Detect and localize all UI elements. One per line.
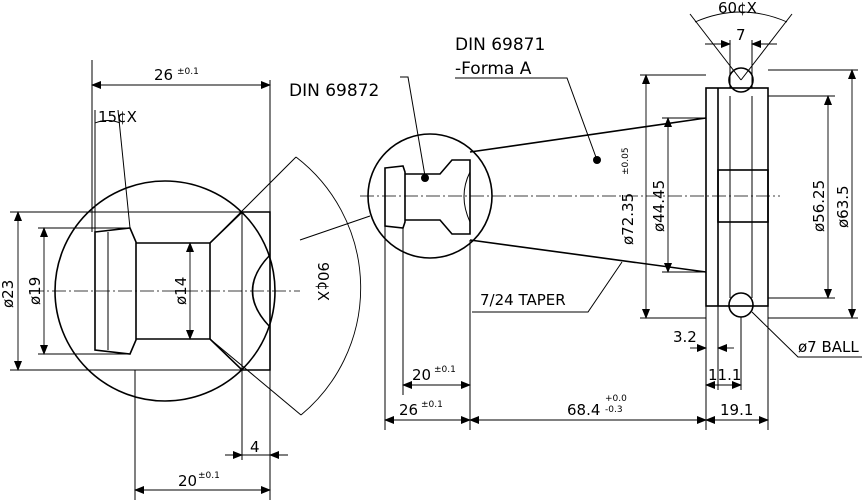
label-d63: ø63.5 [834,185,852,228]
leader-din69872-dot [421,174,429,182]
ball-top [728,67,754,93]
leader-din69872 [400,76,426,177]
label-7: 7 [736,26,746,44]
label-26-top: 26 [154,66,173,84]
label-d44: ø44.45 [650,180,668,232]
detail-connector [299,215,371,241]
small-stud-head [384,165,406,229]
label-d19: ø19 [26,277,44,305]
label-90deg: 90¢X [314,262,332,301]
label-d14: ø14 [172,277,190,305]
taper-lower [469,239,707,273]
label-111: 11.1 [708,366,741,384]
small-stud-body [405,159,471,235]
angle-15-arc [94,120,121,124]
stud-arc [251,254,271,328]
label-d72: ø72.35 [619,193,637,245]
label-191: 19.1 [720,401,753,419]
label-20-mid-tol: ±0.1 [434,365,456,375]
label-26-mid: 26 [399,401,418,419]
angle-90-line-b [209,338,302,416]
leader-ball [751,311,862,358]
label-d72-tol: ±0.05 [621,147,631,175]
label-684-tol-up: +0.0 [605,394,627,404]
leader-din69871 [455,77,598,161]
label-20-mid: 20 [412,366,431,384]
label-taper: 7/24 TAPER [480,291,566,309]
label-26-top-tol: ±0.1 [177,67,199,77]
angle-60-line-b [740,13,793,81]
label-60deg: 60¢X [718,0,757,17]
label-684: 68.4 [567,401,600,419]
label-20-bottom-tol: ±0.1 [198,471,220,481]
leader-din69871-dot [593,156,601,164]
label-26-mid-tol: ±0.1 [421,400,443,410]
small-stud-arc [463,171,471,223]
angle-60-arc [694,11,788,23]
angle-90-line-a [209,156,297,244]
label-684-tol-dn: -0.3 [605,405,623,415]
label-d23: ø23 [0,280,17,308]
detail-view-left: 26 ±0.1 15¢X ø23 ø19 ø14 90¢X 4 20 ±0.1 [0,60,362,500]
angle-90-arc [295,156,362,416]
label-ball: ø7 BALL [798,338,859,356]
label-32: 3.2 [673,328,697,346]
label-din69872: DIN 69872 [289,81,379,101]
assembly-view: DIN 69872 DIN 69871 -Forma A 7/24 TAPER … [289,0,862,430]
label-forma-a: -Forma A [455,59,532,79]
leader-taper [472,261,623,313]
label-4: 4 [250,438,260,456]
label-20-bottom: 20 [178,472,197,490]
angle-15-line-a [117,109,131,229]
label-15deg: 15¢X [98,108,137,126]
label-d56: ø56.25 [810,180,828,232]
label-din69871: DIN 69871 [455,35,545,55]
flange-hub [717,169,769,223]
angle-60-line-a [689,13,742,81]
flange-body [705,87,769,307]
ball-bottom [728,292,754,318]
